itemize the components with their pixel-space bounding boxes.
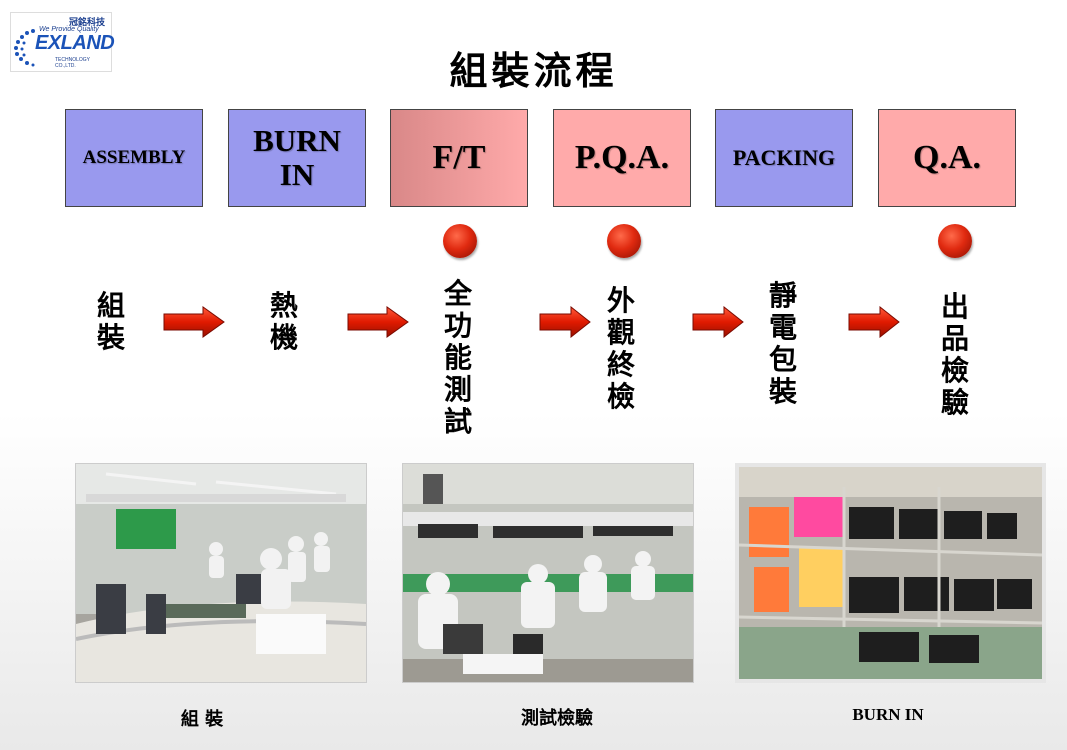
step-char: 機 [269, 321, 298, 354]
stage-label: P.Q.A. [574, 139, 670, 177]
step-pqa-text: 外 觀 終 檢 [604, 285, 638, 413]
logo-dots-icon [14, 29, 35, 67]
step-char: 電 [768, 311, 797, 344]
photo-assembly-line [75, 463, 367, 683]
stage-assembly: ASSEMBLY [65, 109, 203, 207]
step-char: 檢 [606, 380, 635, 413]
step-char: 測 [443, 373, 472, 406]
logo-subtext: TECHNOLOGY CO.,LTD. [55, 57, 90, 69]
step-char: 組 [96, 289, 125, 322]
stage-label: BURN IN [253, 122, 341, 192]
photo-testing-line [402, 463, 694, 683]
step-char: 觀 [606, 316, 635, 349]
step-assembly-text: 組 裝 [94, 290, 128, 354]
step-char: 驗 [940, 386, 969, 419]
step-char: 能 [443, 341, 472, 374]
flow-arrow-icon [692, 306, 744, 338]
flow-arrow-icon [347, 306, 409, 338]
stage-label: Q.A. [913, 139, 981, 177]
logo-brand: EXLAND [35, 32, 115, 54]
stage-packing: PACKING [715, 109, 853, 207]
step-qa-text: 出 品 檢 驗 [938, 291, 972, 419]
flow-arrow-icon [163, 306, 225, 338]
flow-arrow-icon [539, 306, 591, 338]
step-char: 靜 [768, 279, 797, 312]
caption-testing: 測試檢驗 [521, 708, 593, 729]
photo-burn-in-racks [735, 463, 1046, 683]
stage-burn-in: BURN IN [228, 109, 366, 207]
step-char: 外 [606, 284, 635, 317]
step-char: 試 [443, 405, 472, 438]
step-char: 品 [940, 322, 969, 355]
stage-label: ASSEMBLY [82, 146, 186, 168]
stage-label: PACKING [732, 144, 836, 170]
step-char: 熱 [269, 289, 298, 322]
step-char: 包 [768, 343, 797, 376]
step-packing-text: 靜 電 包 裝 [766, 280, 800, 408]
step-char: 檢 [940, 354, 969, 387]
caption-assembly: 組 裝 [180, 709, 224, 730]
step-char: 裝 [768, 375, 797, 408]
logo-tagline: We Provide Quality [39, 26, 99, 33]
stage-label: F/T [432, 139, 486, 177]
stage-ft: F/T [390, 109, 528, 207]
company-logo: 冠銘科技 We Provide Quality EXLAND TECHNOLOG… [10, 12, 115, 72]
checkpoint-dot-icon [607, 224, 641, 258]
stage-pqa: P.Q.A. [553, 109, 691, 207]
step-burn-in-text: 熱 機 [267, 290, 301, 354]
checkpoint-dot-icon [443, 224, 477, 258]
logo-chinese-name: 冠銘科技 [68, 18, 105, 28]
stage-qa: Q.A. [878, 109, 1016, 207]
step-ft-text: 全 功 能 測 試 [441, 278, 475, 438]
step-char: 全 [443, 277, 472, 310]
flow-arrow-icon [848, 306, 900, 338]
step-char: 出 [940, 290, 969, 323]
step-char: 終 [606, 348, 635, 381]
step-char: 裝 [96, 321, 125, 354]
caption-burn-in: BURN IN [852, 705, 924, 724]
page-title: 組裝流程 [449, 48, 618, 93]
checkpoint-dot-icon [938, 224, 972, 258]
step-char: 功 [443, 309, 472, 342]
